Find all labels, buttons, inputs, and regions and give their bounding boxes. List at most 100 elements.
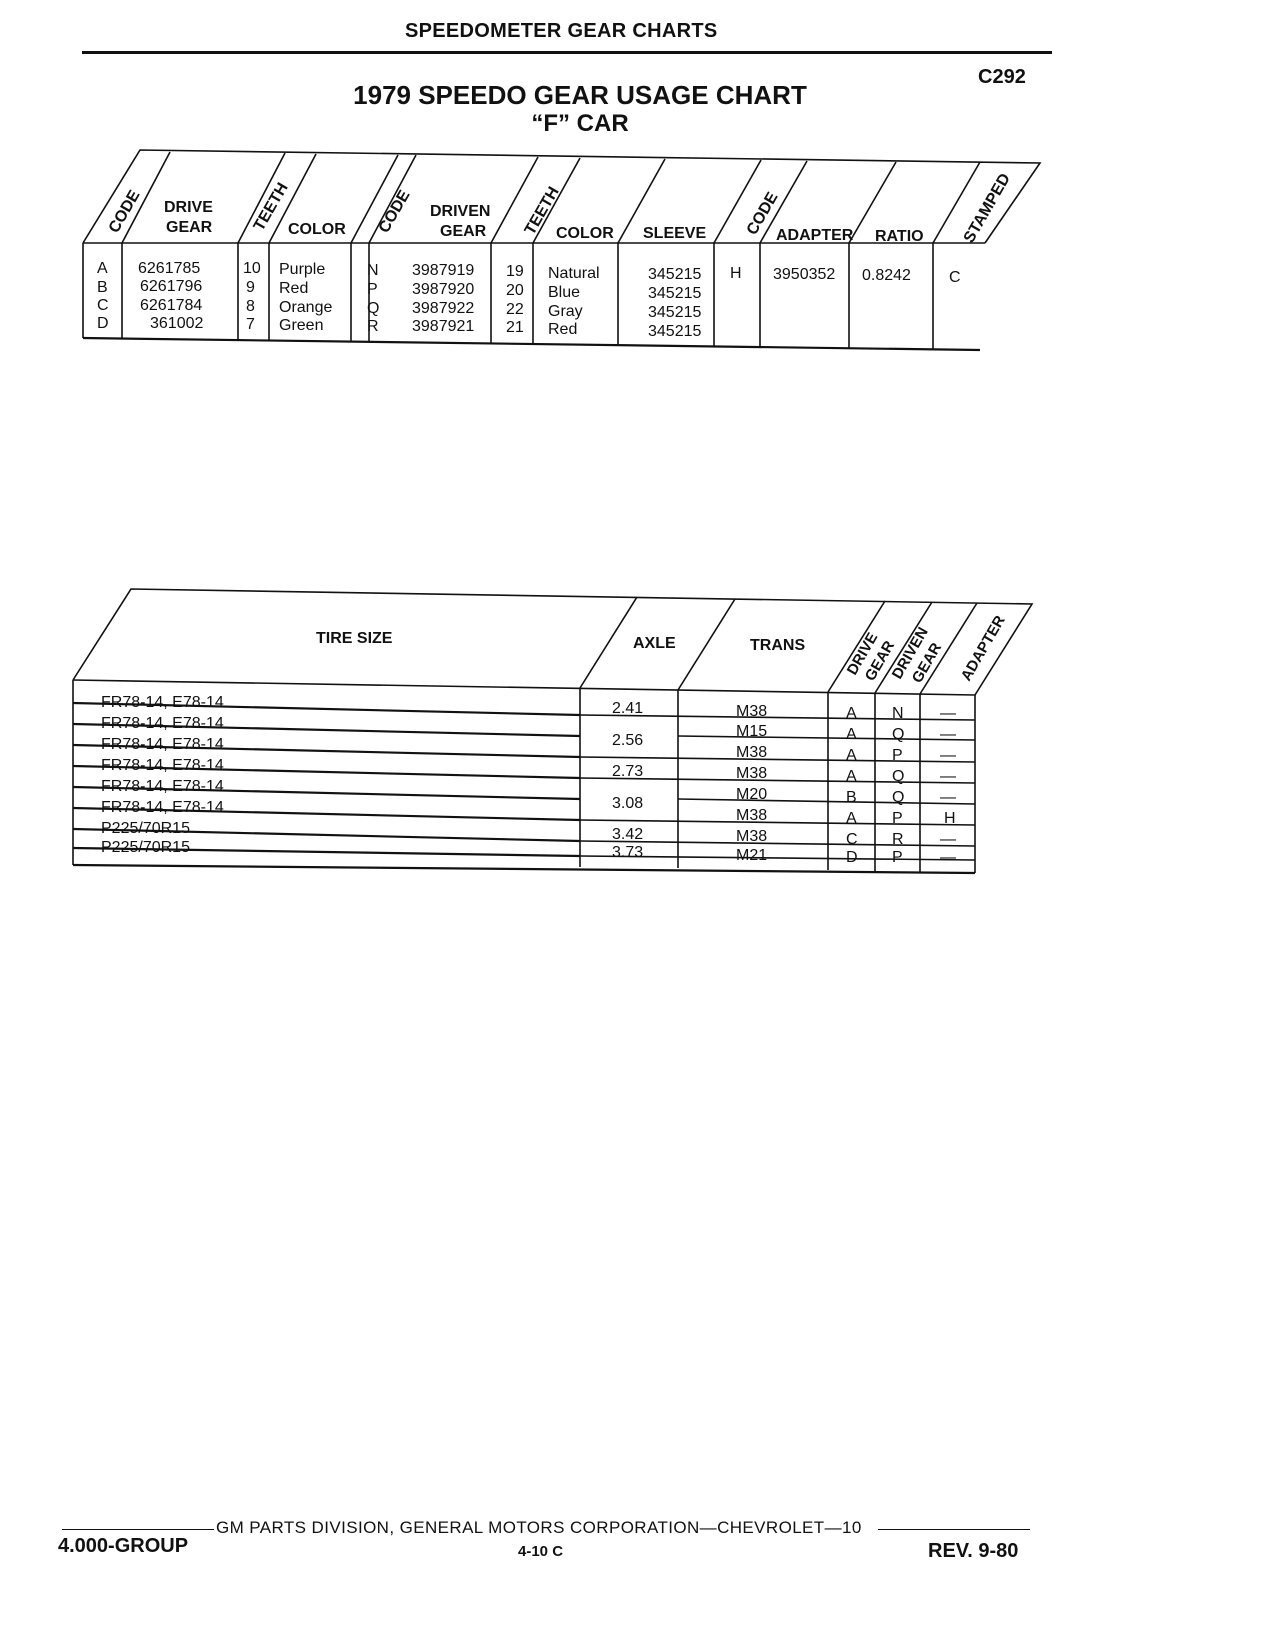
gear-table-header-frame bbox=[82, 149, 1042, 244]
usage-row-6-trans: M38 bbox=[736, 807, 767, 824]
row-d-driven-teeth: 21 bbox=[506, 319, 524, 336]
usage-row-5-driven: Q bbox=[892, 789, 904, 806]
usage-row-6-drive: A bbox=[846, 810, 857, 827]
chart-title: 1979 SPEEDO GEAR USAGE CHART bbox=[353, 80, 807, 110]
usage-row-7-trans: M38 bbox=[736, 828, 767, 845]
page-code: C292 bbox=[978, 66, 1026, 88]
hdr-driven-gear-1: DRIVEN bbox=[430, 203, 490, 220]
usage-row-5-drive: B bbox=[846, 789, 857, 806]
row-c-code: C bbox=[97, 297, 109, 314]
usage-table-header-frame bbox=[72, 588, 1034, 696]
footer-rule-left bbox=[62, 1529, 214, 1530]
row-c-driven-color: Gray bbox=[548, 303, 583, 320]
usage-row-1-adapter: — bbox=[940, 705, 956, 722]
chart-subtitle: “F” CAR bbox=[531, 110, 629, 137]
axle-3: 2.73 bbox=[612, 763, 643, 780]
row-b-code: B bbox=[97, 279, 108, 296]
hdr-adapter: ADAPTER bbox=[958, 613, 1009, 684]
usage-row-8-tire: P225/70R15 bbox=[101, 839, 190, 856]
row-b-teeth: 9 bbox=[246, 279, 255, 296]
usage-row-1-trans: M38 bbox=[736, 703, 767, 720]
row-a-sleeve: 345215 bbox=[648, 266, 701, 283]
row-a-color: Purple bbox=[279, 261, 325, 278]
footer-revision: REV. 9-80 bbox=[928, 1540, 1019, 1562]
usage-row-1-tire: FR78-14, E78-14 bbox=[101, 694, 224, 711]
hdr-adapter: ADAPTER bbox=[776, 227, 854, 244]
usage-row-6-adapter: H bbox=[944, 810, 956, 827]
row-a-driven-gear: 3987919 bbox=[412, 262, 474, 279]
row-a-driven-color: Natural bbox=[548, 265, 600, 282]
row-d-driven-color: Red bbox=[548, 321, 577, 338]
usage-row-3-trans: M38 bbox=[736, 744, 767, 761]
usage-row-2-drive: A bbox=[846, 726, 857, 743]
axle-1: 2.41 bbox=[612, 700, 643, 717]
row-d-code: D bbox=[97, 315, 109, 332]
usage-row-8-trans: M21 bbox=[736, 847, 767, 864]
adapter-code: H bbox=[730, 265, 742, 282]
usage-row-8-drive: D bbox=[846, 849, 858, 866]
usage-row-5-adapter: — bbox=[940, 789, 956, 806]
row-c-driven-code: Q bbox=[367, 300, 379, 317]
usage-row-5-trans: M20 bbox=[736, 786, 767, 803]
usage-row-4-trans: M38 bbox=[736, 765, 767, 782]
axle-2: 2.56 bbox=[612, 732, 643, 749]
row-b-drive-gear: 6261796 bbox=[140, 278, 202, 295]
row-d-sleeve: 345215 bbox=[648, 323, 701, 340]
row-a-driven-teeth: 19 bbox=[506, 263, 524, 280]
row-c-color: Orange bbox=[279, 299, 332, 316]
row-d-driven-gear: 3987921 bbox=[412, 318, 474, 335]
row-c-driven-gear: 3987922 bbox=[412, 300, 474, 317]
hdr-driven-gear-2: GEAR bbox=[440, 223, 487, 240]
row-d-driven-code: R bbox=[367, 318, 379, 335]
row-c-driven-teeth: 22 bbox=[506, 301, 524, 318]
section-title: SPEEDOMETER GEAR CHARTS bbox=[405, 20, 718, 42]
usage-row-4-drive: A bbox=[846, 768, 857, 785]
usage-row-7-drive: C bbox=[846, 831, 858, 848]
row-b-sleeve: 345215 bbox=[648, 285, 701, 302]
usage-row-6-driven: P bbox=[892, 810, 903, 827]
adapter-part: 3950352 bbox=[773, 266, 835, 283]
usage-row-2-adapter: — bbox=[940, 726, 956, 743]
axle-6: 3.73 bbox=[612, 844, 643, 861]
row-a-code: A bbox=[97, 260, 108, 277]
header-rule bbox=[82, 51, 1052, 54]
usage-table-body-grid bbox=[72, 679, 976, 875]
adapter-stamped: C bbox=[949, 269, 961, 286]
row-b-color: Red bbox=[279, 280, 308, 297]
usage-row-7-driven: R bbox=[892, 831, 904, 848]
hdr-axle: AXLE bbox=[633, 635, 676, 652]
adapter-ratio: 0.8242 bbox=[862, 267, 911, 284]
hdr-trans: TRANS bbox=[750, 637, 805, 654]
usage-row-4-adapter: — bbox=[940, 768, 956, 785]
row-a-teeth: 10 bbox=[243, 260, 261, 277]
usage-row-2-driven: Q bbox=[892, 726, 904, 743]
hdr-color: COLOR bbox=[288, 221, 346, 238]
row-c-sleeve: 345215 bbox=[648, 304, 701, 321]
axle-4: 3.08 bbox=[612, 795, 643, 812]
usage-row-3-tire: FR78-14, E78-14 bbox=[101, 736, 224, 753]
usage-row-5-tire: FR78-14, E78-14 bbox=[101, 778, 224, 795]
hdr-tire-size: TIRE SIZE bbox=[316, 630, 393, 647]
row-c-drive-gear: 6261784 bbox=[140, 297, 202, 314]
row-b-driven-code: P bbox=[367, 281, 378, 298]
hdr-color-2: COLOR bbox=[556, 225, 614, 242]
usage-row-8-driven: P bbox=[892, 849, 903, 866]
usage-row-8-adapter: — bbox=[940, 849, 956, 866]
row-b-driven-gear: 3987920 bbox=[412, 281, 474, 298]
row-c-teeth: 8 bbox=[246, 298, 255, 315]
footer-rule-right bbox=[878, 1529, 1030, 1530]
axle-5: 3.42 bbox=[612, 826, 643, 843]
usage-row-2-trans: M15 bbox=[736, 723, 767, 740]
footer-division: GM PARTS DIVISION, GENERAL MOTORS CORPOR… bbox=[216, 1518, 862, 1537]
row-b-driven-teeth: 20 bbox=[506, 282, 524, 299]
usage-row-6-tire: FR78-14, E78-14 bbox=[101, 799, 224, 816]
usage-row-1-driven: N bbox=[892, 705, 904, 722]
usage-row-4-tire: FR78-14, E78-14 bbox=[101, 757, 224, 774]
usage-row-1-drive: A bbox=[846, 705, 857, 722]
usage-row-3-driven: P bbox=[892, 747, 903, 764]
usage-row-2-tire: FR78-14, E78-14 bbox=[101, 715, 224, 732]
row-d-teeth: 7 bbox=[246, 316, 255, 333]
row-a-drive-gear: 6261785 bbox=[138, 260, 200, 277]
